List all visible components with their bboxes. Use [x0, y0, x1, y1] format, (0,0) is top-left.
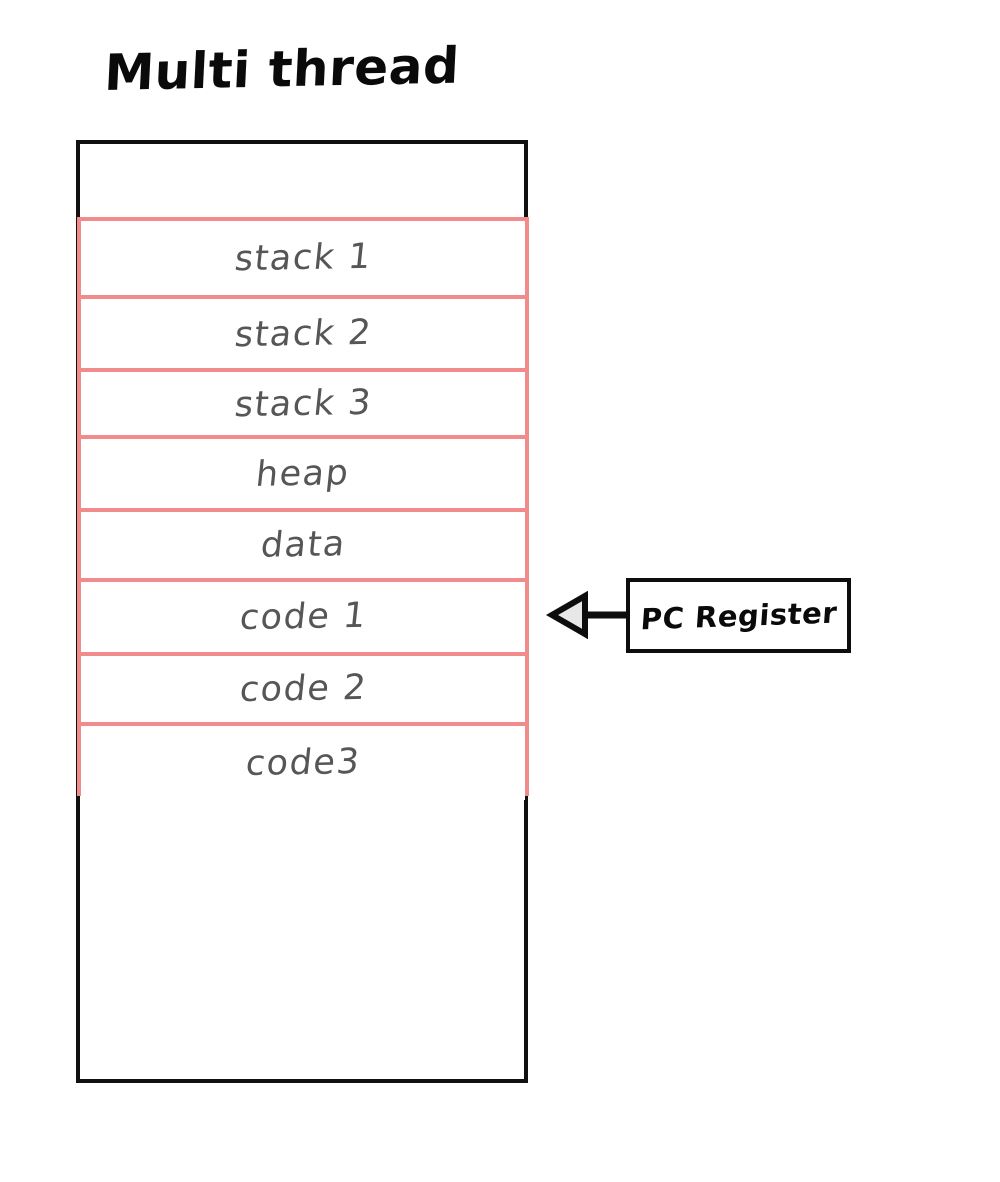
memory-segment-row: stack 1	[81, 221, 525, 299]
memory-segment-row: stack 2	[81, 299, 525, 372]
memory-segment-label: stack 2	[232, 312, 374, 355]
memory-segment-label: stack 1	[232, 236, 374, 280]
memory-segment-row: heap	[81, 439, 525, 512]
memory-segment-label: code 1	[237, 595, 369, 639]
memory-segment-label: stack 3	[232, 382, 374, 425]
memory-segment-label: data	[258, 524, 348, 566]
pc-register-arrow	[545, 590, 631, 640]
memory-segment-row: stack 3	[81, 372, 525, 439]
memory-segment-row: data	[81, 512, 525, 582]
memory-segment-block: stack 1 stack 2 stack 3 heap data code 1 code …	[77, 217, 529, 800]
arrow-head-icon	[545, 590, 588, 640]
memory-segment-row: code 1	[81, 582, 525, 656]
memory-segment-row: code3	[81, 726, 525, 800]
pc-register-label: PC Register	[639, 595, 838, 636]
pc-register-box: PC Register	[626, 578, 851, 653]
memory-segment-label: code 2	[237, 667, 369, 711]
memory-segment-label: heap	[254, 452, 352, 495]
memory-segment-row: code 2	[81, 656, 525, 726]
memory-segment-label: code3	[243, 742, 363, 784]
page-title: Multi thread	[103, 36, 461, 103]
